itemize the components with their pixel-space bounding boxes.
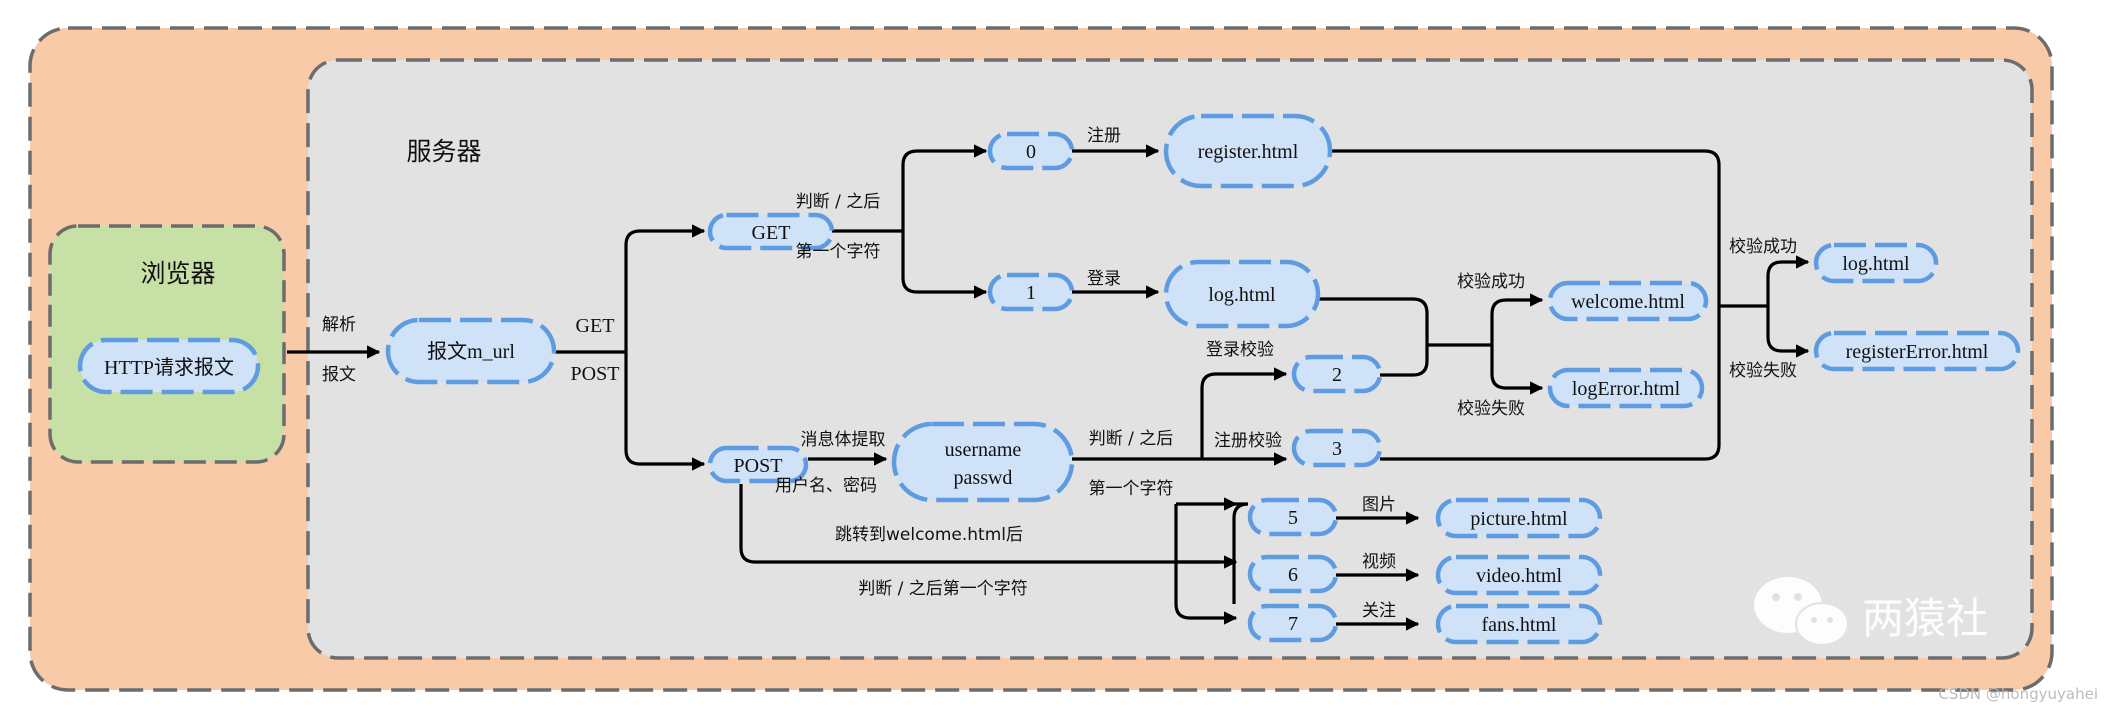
node-7 [1247,603,1339,643]
node-get [707,212,835,251]
node-register-html [1163,113,1333,189]
edge-to-get [624,224,706,352]
watermark: 两猿社 CSDN @hongyuyahei [1754,577,2098,703]
label-video: 视频 [1362,552,1396,572]
label-login: 登录 [1087,269,1121,289]
node-username-label: username [945,439,1022,461]
label-post: POST [571,363,620,385]
node-2 [1291,354,1383,394]
node-6 [1247,554,1339,594]
edge-to-post [624,352,706,471]
watermark-credit: CSDN @hongyuyahei [1938,685,2098,703]
node-video-html-label: video.html [1476,565,1563,587]
node-1-label: 1 [1026,282,1036,304]
label-jump-welcome: 跳转到welcome.html后 [835,525,1023,545]
label-first-char-2: 第一个字符 [1089,479,1174,499]
label-judge-after-2: 判断 / 之后 [1089,429,1174,449]
edge-get-to-0 [901,144,988,231]
node-register-error-html [1813,330,2021,372]
label-login-check: 登录校验 [1206,340,1274,360]
node-register-error-html-label: registerError.html [1846,341,1989,363]
edge-to-welcome [1490,293,1544,345]
edge-labels: 解析 报文 GET POST 判断 / 之后 第一个字符 注册 登录 校验成功 … [322,126,1797,621]
node-log-result-html [1813,242,1939,284]
node-picture-html-label: picture.html [1470,508,1568,530]
label-first-char: 第一个字符 [796,242,881,262]
edge-to-7 [1174,504,1238,625]
label-msg: 报文 [322,365,356,385]
label-check-ok-2: 校验成功 [1729,237,1797,257]
edges [287,144,1810,631]
wechat-icon [1754,577,1849,646]
node-register-html-label: register.html [1198,141,1299,163]
browser-title: 浏览器 [140,259,215,288]
node-username-passwd [891,421,1075,503]
watermark-logo-text: 两猿社 [1862,594,1988,643]
node-1 [987,272,1075,312]
label-register: 注册 [1087,126,1121,146]
node-msg-url [385,317,557,385]
label-check-fail: 校验失败 [1457,399,1525,419]
edge-to-register-error [1766,306,1810,358]
edge-post-down [739,484,1220,564]
node-http-request-label: HTTP请求报文 [104,356,234,379]
label-user-pass: 用户名、密码 [775,476,877,496]
node-picture-html [1435,497,1603,539]
edge-log-to-junction [1318,297,1429,377]
node-http-request [77,337,261,395]
node-5-label: 5 [1288,507,1298,529]
label-image: 图片 [1362,495,1396,515]
label-check-fail-2: 校验失败 [1729,361,1797,381]
label-check-ok: 校验成功 [1457,272,1525,292]
node-5 [1247,497,1339,537]
label-follow: 关注 [1362,601,1396,621]
node-video-html [1435,554,1603,596]
node-3 [1291,428,1383,468]
node-get-label: GET [752,222,791,244]
node-0 [987,131,1075,171]
label-judge-first-char: 判断 / 之后第一个字符 [858,579,1028,599]
nodes: HTTP请求报文 报文m_url GET POST 0 1 register.h… [77,113,2021,645]
node-6-label: 6 [1288,564,1298,586]
node-welcome-html [1547,280,1709,322]
label-get: GET [576,315,615,337]
node-0-label: 0 [1026,141,1036,163]
server-title: 服务器 [406,137,481,166]
node-post [707,445,809,484]
node-3-label: 3 [1332,438,1342,460]
label-extract-body: 消息体提取 [801,430,886,450]
node-passwd-label: passwd [954,467,1013,489]
node-logerror-html [1547,367,1705,409]
label-judge-after: 判断 / 之后 [796,192,881,212]
node-fans-html [1435,603,1603,645]
node-post-label: POST [734,455,783,477]
node-log-result-html-label: log.html [1842,253,1910,275]
node-2-label: 2 [1332,364,1342,386]
node-7-label: 7 [1288,613,1298,635]
edge-get-to-1 [901,231,988,299]
label-register-check: 注册校验 [1214,431,1282,451]
node-log-html-label: log.html [1208,284,1276,306]
node-welcome-html-label: welcome.html [1571,291,1685,313]
server-panel [306,58,2034,660]
node-logerror-html-label: logError.html [1572,378,1681,400]
node-log-html [1163,259,1321,329]
edge-to-logerror [1490,345,1544,395]
edge-to-2 [1200,367,1288,459]
node-msg-url-label: 报文m_url [427,340,515,363]
node-fans-html-label: fans.html [1482,614,1557,636]
edge-to-log-result [1766,255,1810,306]
label-parse: 解析 [322,315,356,335]
